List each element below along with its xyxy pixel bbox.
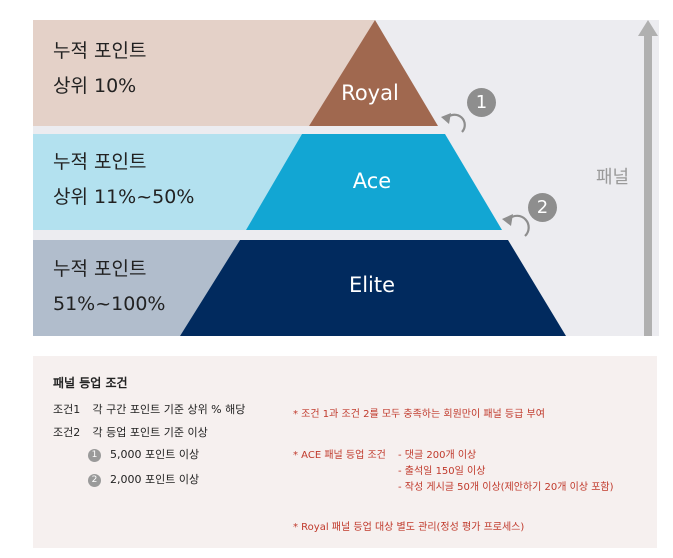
sub-number-1: 1 [88, 448, 101, 462]
step-arrow-2 [508, 214, 530, 237]
note-3: * Royal 패널 등업 대상 별도 관리(정성 평가 프로세스) [293, 522, 525, 533]
ace-label: Ace [352, 169, 392, 193]
elite-tier [180, 240, 566, 336]
condition-2-text: 각 등업 포인트 기준 이상 [92, 426, 208, 439]
note-1: * 조건 1과 조건 2를 모두 충족하는 회원만이 패널 등급 부여 [293, 409, 545, 420]
note-2-item-3: - 작성 게시글 50개 이상(제안하기 20개 이상 포함) [398, 482, 614, 493]
condition-2-tag: 조건2 [53, 426, 81, 439]
royal-tier [309, 20, 438, 126]
condition-1-text: 각 구간 포인트 기준 상위 % 해당 [92, 403, 246, 416]
sub-condition-1: 1 5,000 포인트 이상 [88, 446, 199, 462]
pyramid-diagram [33, 20, 658, 336]
ace-band [33, 134, 302, 230]
royal-line1: 누적 포인트 [53, 40, 147, 62]
note-2-item-2: - 출석일 150일 이상 [398, 466, 486, 477]
elite-label: Elite [348, 273, 396, 297]
sub-number-2: 2 [88, 473, 101, 487]
royal-band-text: 누적 포인트 상위 10% [53, 37, 146, 101]
royal-label: Royal [341, 81, 399, 105]
elite-line1: 누적 포인트 [53, 258, 147, 280]
conditions-box [33, 356, 657, 548]
ace-tier [246, 134, 502, 230]
conditions-title: 패널 등업 조건 [53, 376, 128, 390]
ace-band-text: 누적 포인트 상위 11%~50% [53, 148, 194, 212]
ace-line2: 상위 11%~50% [53, 186, 195, 208]
condition-1-tag: 조건1 [53, 403, 81, 416]
condition-1-row: 조건1 각 구간 포인트 기준 상위 % 해당 [53, 401, 245, 417]
sub-text-1: 5,000 포인트 이상 [110, 448, 200, 461]
note-2-item-1: - 댓글 200개 이상 [398, 450, 477, 461]
sub-condition-2: 2 2,000 포인트 이상 [88, 471, 199, 487]
elite-band-text: 누적 포인트 51%~100% [53, 255, 165, 319]
ace-line1: 누적 포인트 [53, 151, 147, 173]
condition-2-row: 조건2 각 등업 포인트 기준 이상 [53, 424, 208, 440]
note-2-head: * ACE 패널 등업 조건 [293, 450, 386, 461]
elite-band [33, 240, 240, 336]
elite-line2: 51%~100% [53, 293, 166, 315]
step-badge-1: 1 [467, 88, 496, 117]
step-badge-2: 2 [528, 193, 557, 222]
royal-line2: 상위 10% [53, 75, 137, 97]
panel-arrow-shaft [644, 34, 652, 336]
royal-band [33, 20, 375, 126]
sub-text-2: 2,000 포인트 이상 [110, 473, 200, 486]
panel-label: 패널 [596, 167, 630, 188]
panel-arrow-head [638, 20, 658, 36]
